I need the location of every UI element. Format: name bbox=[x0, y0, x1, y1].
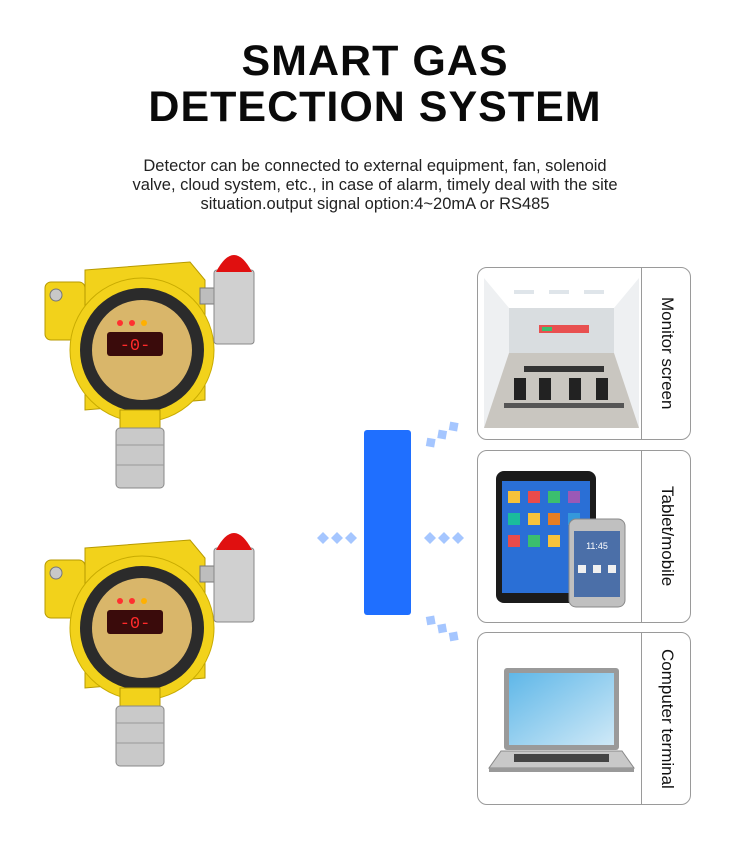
wireless-signal-icon bbox=[425, 421, 459, 448]
detector-2-display: -0- bbox=[120, 615, 151, 634]
title-line-2: DETECTION SYSTEM bbox=[148, 83, 602, 131]
signal-hub bbox=[364, 430, 411, 615]
description-line-1: Detector can be connected to external eq… bbox=[143, 157, 607, 175]
monitor-room-image bbox=[484, 278, 639, 428]
gas-detector-icon: -0- bbox=[44, 533, 255, 767]
description-line-2: valve, cloud system, etc., in case of al… bbox=[132, 176, 618, 194]
output-label-computer: Computer terminal bbox=[658, 648, 677, 789]
output-label-tablet: Tablet/mobile bbox=[658, 486, 677, 587]
description-line-3: situation.output signal option:4~20mA or… bbox=[200, 195, 550, 213]
gas-detector-2: -0- bbox=[40, 518, 270, 788]
page-title: SMART GAS DETECTION SYSTEM bbox=[0, 38, 750, 130]
gas-detector-icon: -0- bbox=[44, 255, 255, 489]
title-line-1: SMART GAS bbox=[241, 37, 509, 85]
tablet-phone-image: 11:45 bbox=[496, 471, 626, 608]
detector-1-display: -0- bbox=[120, 337, 151, 356]
laptop-image bbox=[488, 668, 635, 772]
wireless-signal-icon bbox=[424, 532, 464, 544]
description: Detector can be connected to external eq… bbox=[75, 157, 675, 214]
gas-detector-1: -0- bbox=[40, 240, 270, 510]
output-card-computer: Computer terminal bbox=[477, 632, 691, 805]
wireless-signal-icon bbox=[425, 615, 459, 642]
output-card-monitor: Monitor screen bbox=[477, 267, 691, 440]
wireless-signal-icon bbox=[317, 532, 357, 544]
output-label-monitor: Monitor screen bbox=[658, 297, 677, 410]
svg-text:11:45: 11:45 bbox=[586, 541, 608, 551]
output-card-tablet: 11:45 Tablet/mobile bbox=[477, 450, 691, 623]
